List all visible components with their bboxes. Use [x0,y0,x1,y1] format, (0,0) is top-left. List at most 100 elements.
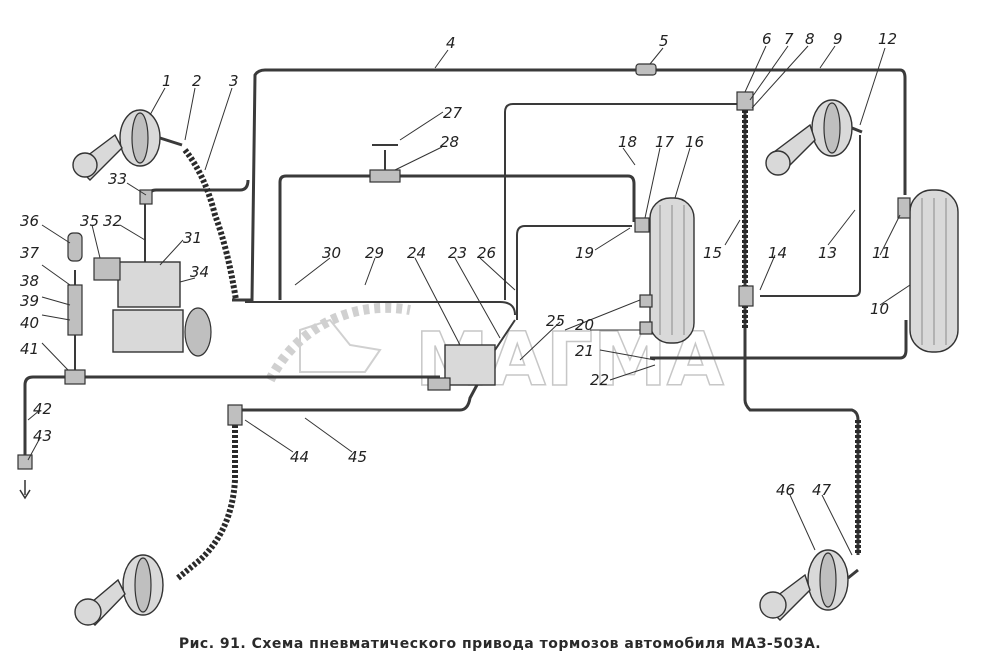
pipe-13 [760,135,861,297]
label-37: 37 [20,244,40,262]
label-15: 15 [703,244,722,262]
label-45: 45 [348,448,367,466]
label-26: 26 [477,244,496,262]
label-27: 27 [443,104,463,122]
pipe-30 [245,301,516,316]
chamber-12-flange [823,102,841,154]
air-tank-16 [649,197,695,344]
label-9: 9 [833,30,843,48]
pipe-22 [650,320,908,360]
label-29: 29 [365,244,384,262]
label-20: 20 [575,316,594,334]
label-10: 10 [870,300,889,318]
figure-caption: Рис. 91. Схема пневматического привода т… [178,636,822,652]
compressor-pulley [184,307,212,357]
cam-46 [759,591,787,619]
label-32: 32 [103,212,122,230]
label-42: 42 [33,400,52,418]
leader-lines [27,45,911,556]
tee-14 [738,285,754,307]
label-3: 3 [229,72,239,90]
label-39: 39 [20,292,39,310]
compressor [67,232,212,357]
chamber-1-flange [131,112,149,164]
label-11: 11 [872,244,891,262]
label-30: 30 [322,244,341,262]
outlet-arrow-icon [19,480,31,500]
label-31: 31 [183,229,202,247]
label-36: 36 [20,212,39,230]
number-labels: 1 2 3 4 5 6 7 8 9 12 27 28 18 17 16 33 3… [20,30,897,499]
label-7: 7 [784,30,794,48]
label-28: 28 [440,133,459,151]
pipe-19 [516,225,632,320]
cam-12 [765,150,791,176]
label-22: 22 [590,371,609,389]
fitting-44 [227,404,243,426]
chamber-12-elbow [851,126,863,134]
watermark-logo [265,302,411,383]
label-14: 14 [768,244,787,262]
compressor-block [112,309,184,353]
label-13: 13 [818,244,837,262]
chamber-46-elbow [847,568,859,580]
brake-valve-lever [494,319,516,351]
brake-valve [427,319,516,391]
label-46: 46 [776,481,795,499]
brake-valve-outlet [427,377,451,391]
label-35: 35 [80,212,99,230]
label-4: 4 [446,34,456,52]
air-tank-10 [909,189,959,353]
label-18: 18 [618,133,637,151]
brake-chamber-rear-right [759,549,859,621]
label-33: 33 [108,170,127,188]
label-6: 6 [762,30,772,48]
brake-chamber-rear-left [74,554,164,626]
label-19: 19 [575,244,594,262]
label-38: 38 [20,272,39,290]
label-43: 43 [33,427,52,445]
label-40: 40 [20,314,39,332]
tee-41 [64,369,86,385]
label-47: 47 [812,481,832,499]
chamber-1-elbow [159,136,183,147]
tee-6 [736,91,754,111]
fitting-20 [639,294,653,308]
tee-28 [369,169,401,183]
chamber-rear-left-flange [134,557,152,613]
coupling-5 [635,63,657,76]
cam-rear-left [74,598,102,626]
governor-35 [93,257,121,281]
hose-44 [176,425,238,581]
fittings-38-40 [67,284,83,336]
label-34: 34 [190,263,209,281]
brake-chamber-front-left [72,109,183,181]
label-1: 1 [162,72,172,90]
fitting-11 [897,197,911,219]
pipe-45 [240,369,487,412]
brake-valve-24 [444,344,496,386]
pipe-8 [504,103,745,300]
fitting-17 [634,217,650,233]
brake-chamber-front-right [765,99,863,176]
label-2: 2 [192,72,202,90]
pipe-33 [148,179,250,196]
label-25: 25 [546,312,565,330]
filter-36 [67,232,83,262]
label-23: 23 [448,244,467,262]
label-8: 8 [805,30,815,48]
pipe-42 [23,375,70,455]
pipe-4 [232,68,907,302]
pipe-18 [278,174,636,300]
cam-1 [72,152,98,178]
label-17: 17 [655,133,675,151]
chamber-46-flange [819,552,837,608]
pipe-15 [743,95,860,555]
hose-3 [182,148,239,301]
label-21: 21 [575,342,594,360]
label-16: 16 [685,133,704,151]
label-24: 24 [407,244,426,262]
fitting-21 [639,321,653,335]
